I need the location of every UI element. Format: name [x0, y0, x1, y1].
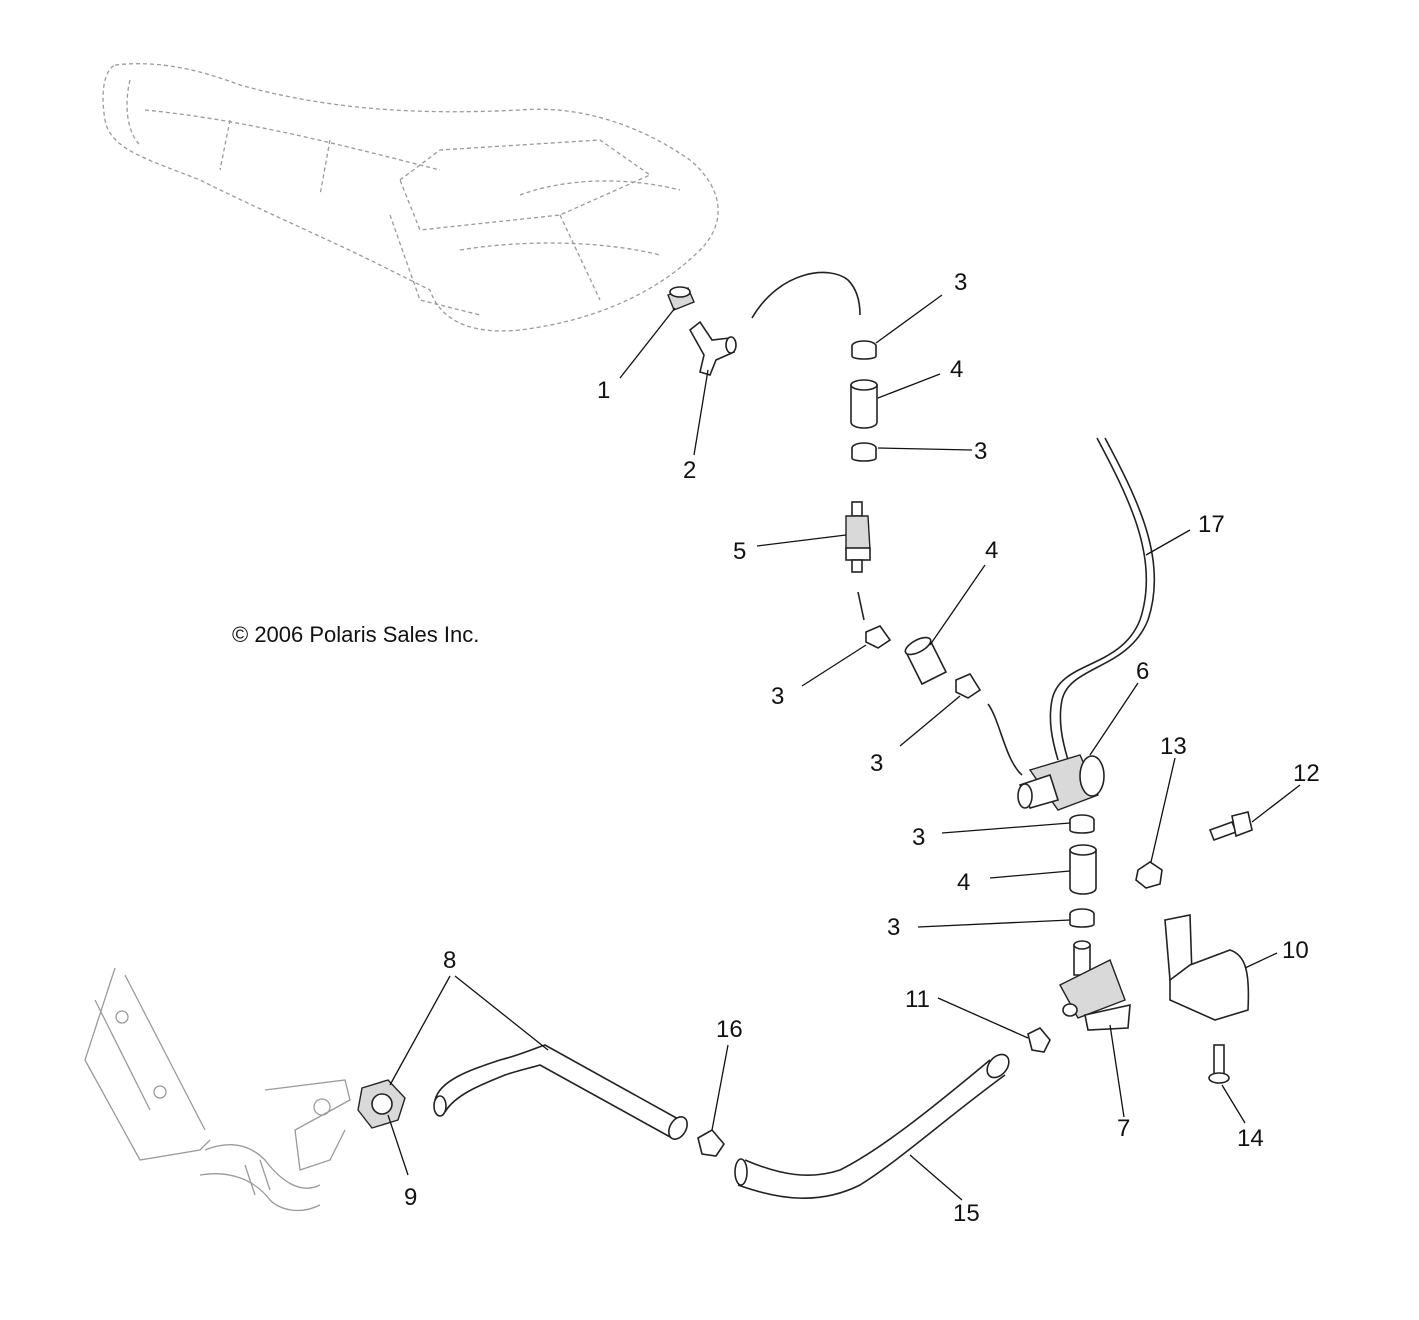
- airbox-ghost: [102, 63, 719, 332]
- part-5-valve: [845, 501, 871, 573]
- clamp-3c: [865, 625, 892, 649]
- clamp-3b: [851, 442, 877, 462]
- part-6-solenoid: [1017, 754, 1105, 811]
- callout-7: 7: [1117, 1115, 1130, 1142]
- callout-3: 3: [870, 750, 883, 777]
- exhaust-ghost: [84, 967, 351, 1212]
- callout-3: 3: [912, 824, 925, 851]
- callout-8: 8: [443, 947, 456, 974]
- part-16-clamp: [697, 1128, 726, 1157]
- callout-6: 6: [1136, 658, 1149, 685]
- callout-11: 11: [905, 986, 930, 1013]
- callout-17: 17: [1198, 511, 1225, 538]
- part-10-bracket: [1164, 914, 1250, 1021]
- hose-17a: [1049, 437, 1148, 761]
- part-15-hose: [734, 1053, 1010, 1199]
- callouts: 1 2 3 4 3 5 4 17 3 3 6 13 12 3 4 3 10 11…: [404, 269, 1320, 1227]
- callout-2: 2: [683, 457, 696, 484]
- clamp-3f: [1069, 908, 1095, 928]
- copyright-notice: © 2006 Polaris Sales Inc.: [232, 622, 479, 647]
- hose-to-6: [987, 703, 1023, 776]
- callout-3: 3: [771, 683, 784, 710]
- hose-4b: [904, 636, 948, 686]
- hose-top: [751, 271, 861, 319]
- part-9-nut: [357, 1079, 406, 1129]
- part-7-valve: [1059, 940, 1131, 1031]
- callout-4: 4: [957, 869, 970, 896]
- part-11-nut: [1027, 1027, 1051, 1053]
- clamp-3d: [955, 672, 982, 699]
- callout-13: 13: [1160, 733, 1187, 760]
- leader-lines: [387, 294, 1301, 1201]
- callout-4: 4: [950, 356, 963, 383]
- hose-4c: [1069, 844, 1097, 895]
- part-12-bolt: [1208, 811, 1253, 842]
- clamp-3a: [851, 340, 877, 360]
- callout-16: 16: [716, 1016, 743, 1043]
- hose-17b: [1059, 437, 1156, 761]
- callout-12: 12: [1293, 760, 1320, 787]
- callout-15: 15: [953, 1200, 980, 1227]
- callout-3: 3: [887, 914, 900, 941]
- callout-1: 1: [597, 377, 610, 404]
- clamp-3e: [1069, 814, 1095, 834]
- part-2-fitting: [688, 320, 737, 376]
- callout-14: 14: [1237, 1125, 1264, 1152]
- hose-5-down: [857, 591, 865, 621]
- part-14-bolt: [1208, 1044, 1230, 1084]
- part-8-hose: [433, 1044, 688, 1140]
- part-13-nut: [1135, 861, 1163, 889]
- part-1-cap: [667, 286, 695, 311]
- callout-3: 3: [954, 269, 967, 296]
- hose-4a: [850, 379, 878, 429]
- callout-10: 10: [1282, 937, 1309, 964]
- callout-5: 5: [733, 538, 746, 565]
- callout-9: 9: [404, 1184, 417, 1211]
- callout-4: 4: [985, 537, 998, 564]
- callout-3: 3: [974, 438, 987, 465]
